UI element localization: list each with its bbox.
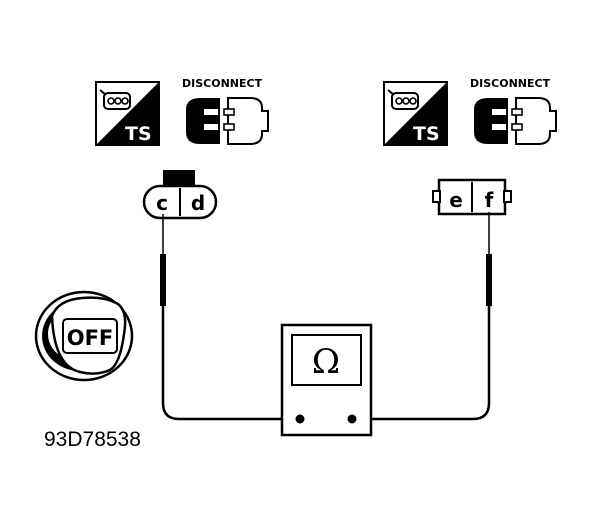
ts-badge-right: TS bbox=[383, 81, 448, 146]
test-lead-right bbox=[352, 306, 491, 421]
connector-left: c d bbox=[142, 170, 218, 220]
ignition-key-off: OFF bbox=[34, 290, 134, 382]
pin-c-label: c bbox=[156, 191, 168, 215]
ts-badge-left: TS bbox=[95, 81, 160, 146]
disconnect-icon bbox=[474, 97, 557, 145]
ts-label-right: TS bbox=[413, 123, 440, 145]
disconnect-label-left: DISCONNECT bbox=[182, 77, 263, 90]
connector-right: e f bbox=[432, 178, 512, 216]
meter-terminal-negative bbox=[295, 414, 305, 424]
ohm-symbol: Ω bbox=[312, 342, 340, 382]
pin-e-label: e bbox=[449, 188, 463, 212]
pin-f-label: f bbox=[485, 188, 494, 212]
probe-left bbox=[160, 214, 166, 306]
pin-d-label: d bbox=[191, 191, 205, 215]
disconnect-label-right: DISCONNECT bbox=[470, 77, 551, 90]
meter-terminal-positive bbox=[347, 414, 357, 424]
key-off-label: OFF bbox=[67, 326, 114, 350]
ohmmeter: Ω bbox=[280, 323, 373, 437]
test-lead-left bbox=[161, 306, 300, 421]
probe-right bbox=[486, 212, 492, 306]
figure-id: 93D78538 bbox=[44, 428, 141, 451]
disconnect-icon bbox=[186, 97, 269, 145]
ignition-icon bbox=[387, 89, 419, 110]
ignition-icon bbox=[99, 89, 131, 110]
ts-label-left: TS bbox=[125, 123, 152, 145]
